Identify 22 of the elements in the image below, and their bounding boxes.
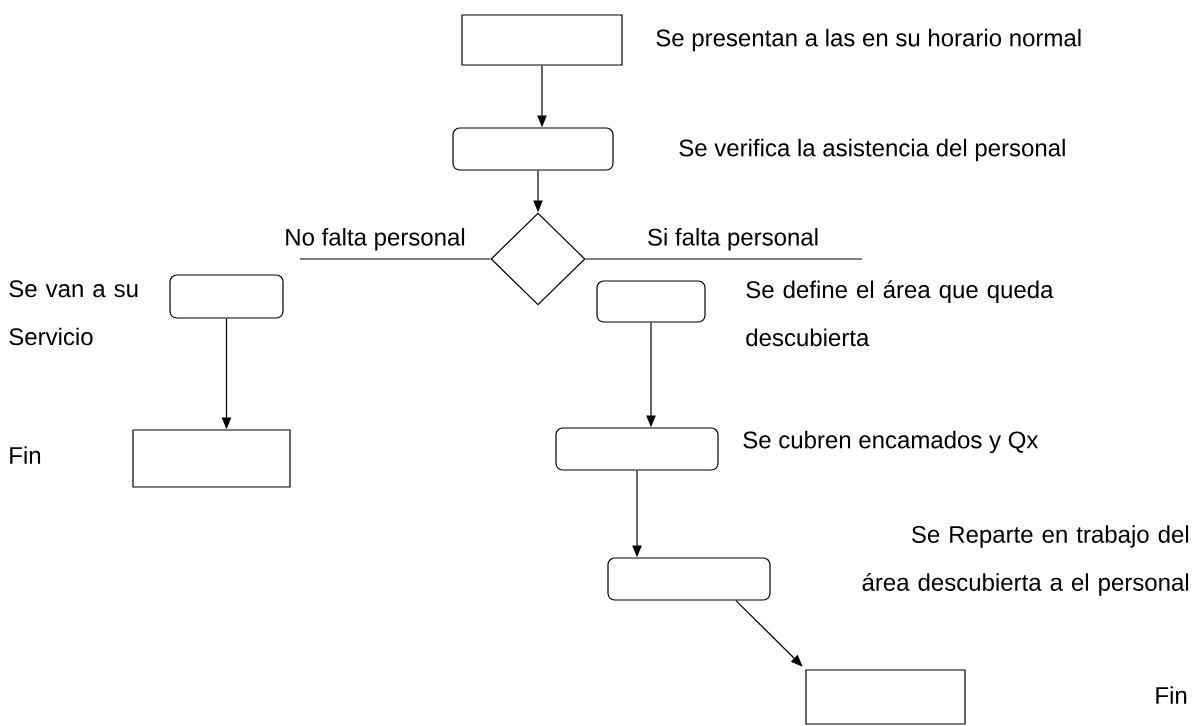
process-box <box>805 669 966 725</box>
process-box <box>461 14 623 66</box>
process-box <box>607 557 771 601</box>
step-description: Se Reparte en trabajo del área descubierta a el personal <box>862 525 1189 596</box>
decision-diamond <box>490 212 586 306</box>
edge-label: Si falta personal <box>648 228 818 251</box>
step-description: Se van a su Servicio <box>9 280 138 346</box>
step-description: Se presentan a las en su horario normal <box>656 28 1081 52</box>
process-box <box>452 127 614 171</box>
process-box <box>555 427 719 471</box>
arrow <box>735 600 803 667</box>
process-box <box>169 274 284 319</box>
step-description: Se cubren encamados y Qx <box>743 430 1039 454</box>
step-description: Fin <box>10 446 41 464</box>
step-description: Se verifica la asistencia del personal <box>679 138 1065 162</box>
edge-label: No falta personal <box>286 228 465 251</box>
process-box <box>596 280 706 323</box>
connector-line <box>299 258 491 260</box>
step-description: Se define el área que queda descubierta <box>746 280 1054 347</box>
process-box <box>132 429 291 488</box>
connector-line <box>585 258 863 260</box>
end-label: Fin <box>1156 686 1187 704</box>
